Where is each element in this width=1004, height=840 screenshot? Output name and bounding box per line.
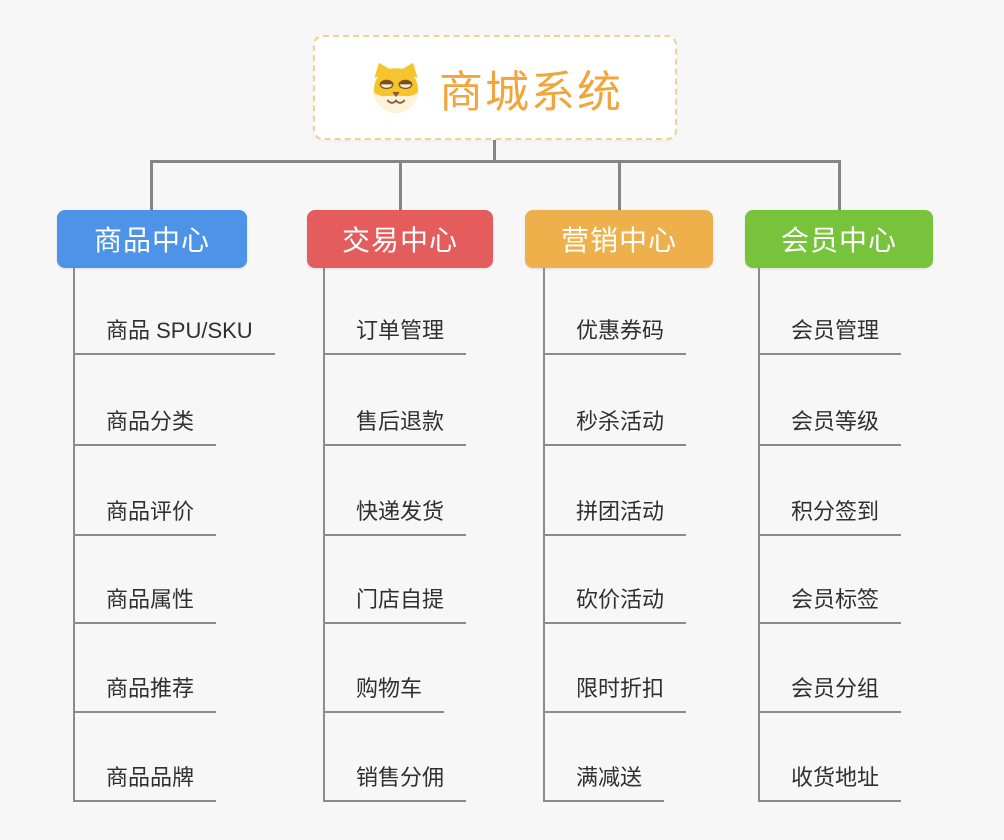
leaf-node[interactable]: 会员管理 bbox=[758, 313, 902, 355]
leaf-node[interactable]: 快递发货 bbox=[323, 494, 467, 536]
root-node-mall-system[interactable]: 商城系统 bbox=[313, 35, 677, 140]
leaf-node[interactable]: 售后退款 bbox=[323, 404, 467, 446]
root-node-title: 商城系统 bbox=[439, 67, 623, 117]
leaf-node[interactable]: 满减送 bbox=[543, 760, 665, 802]
leaf-node[interactable]: 积分签到 bbox=[758, 494, 902, 536]
leaf-node[interactable]: 门店自提 bbox=[323, 582, 467, 624]
leaf-node[interactable]: 购物车 bbox=[323, 671, 445, 713]
leaf-column-product: 商品 SPU/SKU 商品分类 商品评价 商品属性 商品推荐 商品品牌 bbox=[73, 268, 343, 804]
leaf-node[interactable]: 秒杀活动 bbox=[543, 404, 687, 446]
leaf-node[interactable]: 会员等级 bbox=[758, 404, 902, 446]
connector-drop-member bbox=[838, 160, 841, 210]
connector-drop-product bbox=[150, 160, 153, 210]
connector-drop-marketing bbox=[618, 160, 621, 210]
leaf-node[interactable]: 会员分组 bbox=[758, 671, 902, 713]
leaf-node[interactable]: 商品推荐 bbox=[73, 671, 217, 713]
leaf-node[interactable]: 商品品牌 bbox=[73, 760, 217, 802]
leaf-node[interactable]: 商品 SPU/SKU bbox=[73, 313, 275, 355]
connector-drop-trade bbox=[399, 160, 402, 210]
leaf-node[interactable]: 拼团活动 bbox=[543, 494, 687, 536]
leaf-node[interactable]: 商品评价 bbox=[73, 494, 217, 536]
dog-face-icon bbox=[373, 62, 419, 113]
leaf-node[interactable]: 砍价活动 bbox=[543, 582, 687, 624]
leaf-node[interactable]: 会员标签 bbox=[758, 582, 902, 624]
leaf-node[interactable]: 商品分类 bbox=[73, 404, 217, 446]
branch-node-member-center[interactable]: 会员中心 bbox=[745, 210, 933, 268]
connector-root-stem bbox=[493, 138, 496, 163]
branch-node-product-center[interactable]: 商品中心 bbox=[57, 210, 247, 268]
leaf-column-marketing: 优惠券码 秒杀活动 拼团活动 砍价活动 限时折扣 满减送 bbox=[543, 268, 813, 804]
branch-node-trade-center[interactable]: 交易中心 bbox=[307, 210, 493, 268]
leaf-node[interactable]: 优惠券码 bbox=[543, 313, 687, 355]
leaf-column-trade: 订单管理 售后退款 快递发货 门店自提 购物车 销售分佣 bbox=[323, 268, 593, 804]
leaf-node[interactable]: 销售分佣 bbox=[323, 760, 467, 802]
branch-node-marketing-center[interactable]: 营销中心 bbox=[525, 210, 713, 268]
leaf-column-member: 会员管理 会员等级 积分签到 会员标签 会员分组 收货地址 bbox=[758, 268, 1004, 804]
leaf-node[interactable]: 商品属性 bbox=[73, 582, 217, 624]
leaf-node[interactable]: 收货地址 bbox=[758, 760, 902, 802]
leaf-node[interactable]: 订单管理 bbox=[323, 313, 467, 355]
connector-horizontal-bar bbox=[150, 160, 841, 163]
leaf-node[interactable]: 限时折扣 bbox=[543, 671, 687, 713]
